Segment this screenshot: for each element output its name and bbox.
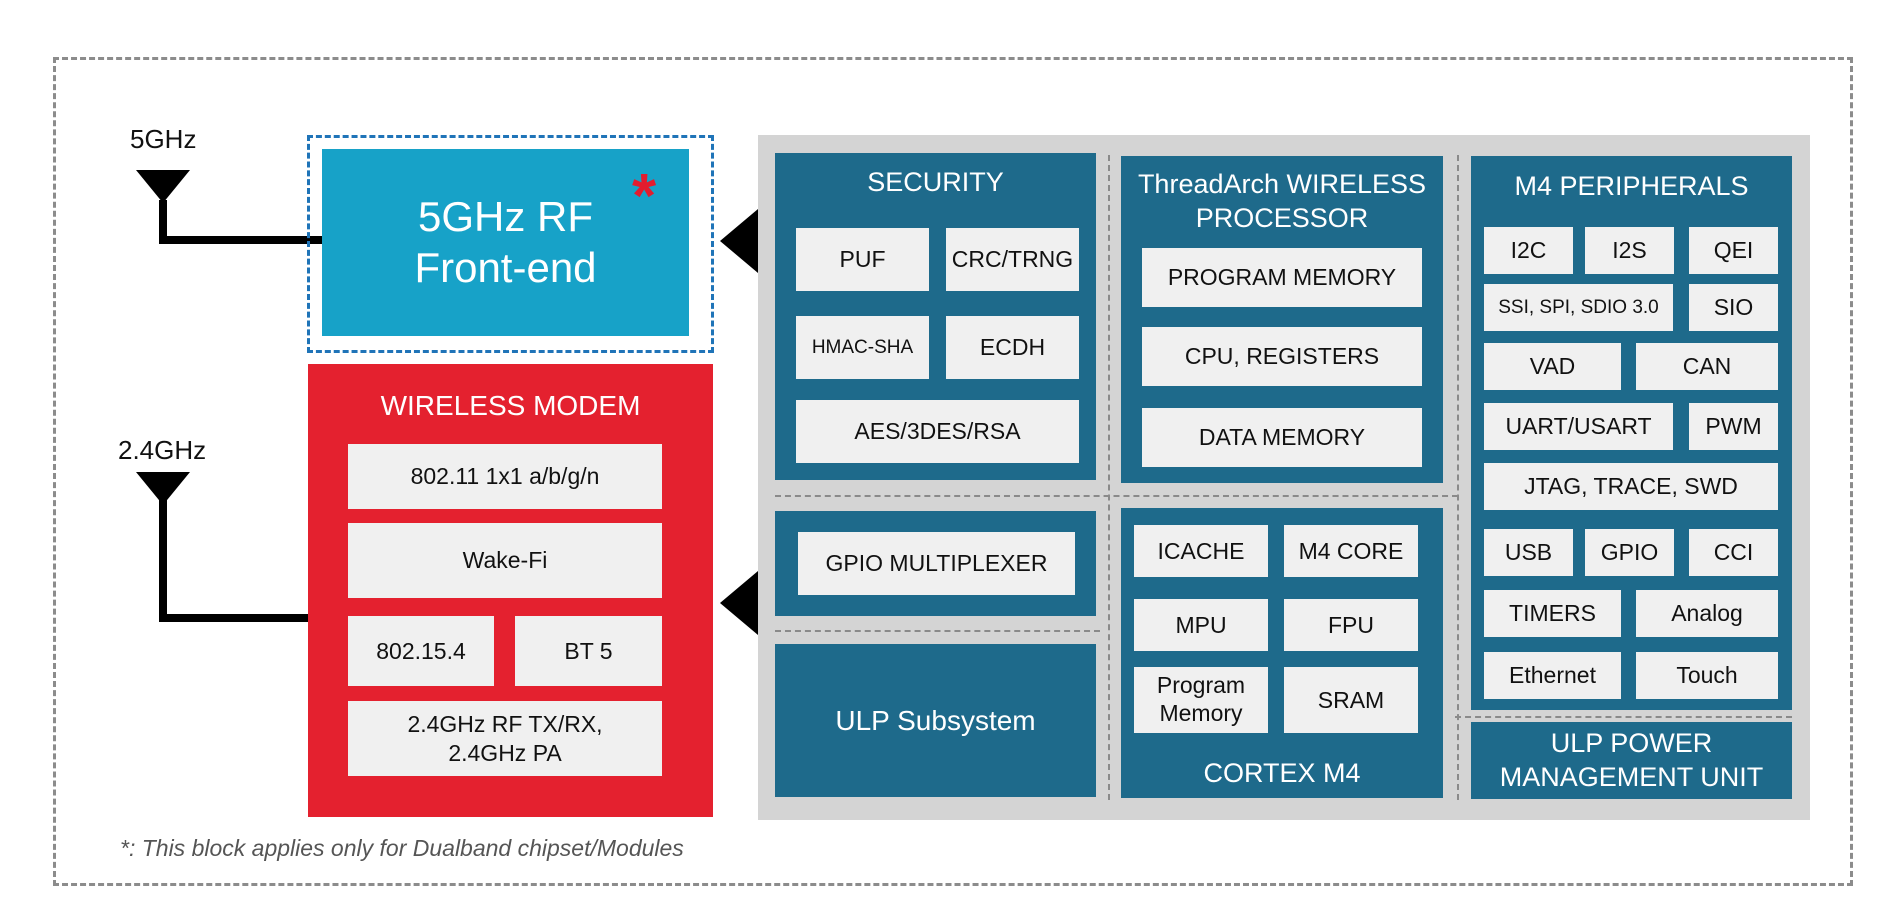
peripheral-i2c: I2C xyxy=(1484,227,1573,274)
divider-horizontal-2 xyxy=(775,630,1100,632)
peripheral-sio: SIO xyxy=(1689,284,1778,331)
modem-block-rf-txrx-line2: 2.4GHz PA xyxy=(448,739,562,766)
rf-front-end-title-line1: 5GHz RF xyxy=(417,193,593,241)
peripheral-ethernet: Ethernet xyxy=(1484,652,1621,699)
cortex-block-icache: ICACHE xyxy=(1134,525,1268,577)
antenna-5ghz-label: 5GHz xyxy=(130,124,197,154)
security-block-aes: AES/3DES/RSA xyxy=(796,400,1079,463)
ulp-pmu-line1: ULP POWER xyxy=(1550,727,1713,758)
divider-horizontal-1 xyxy=(775,495,1458,497)
modem-block-802154: 802.15.4 xyxy=(348,616,494,686)
processor-block-program-memory: PROGRAM MEMORY xyxy=(1142,248,1422,307)
peripheral-touch: Touch xyxy=(1636,652,1778,699)
footnote: *: This block applies only for Dualband … xyxy=(120,835,684,861)
rf-front-end-boundary xyxy=(307,135,714,353)
security-block-hmac-sha: HMAC-SHA xyxy=(796,316,929,379)
system-boundary xyxy=(53,57,1853,886)
ulp-pmu-block: ULP POWER MANAGEMENT UNIT xyxy=(1471,722,1792,799)
security-block-crc-trng: CRC/TRNG xyxy=(946,228,1079,291)
security-block-puf: PUF xyxy=(796,228,929,291)
security-title: SECURITY xyxy=(867,167,1004,197)
peripheral-i2s: I2S xyxy=(1585,227,1674,274)
peripheral-qei: QEI xyxy=(1689,227,1778,274)
peripheral-gpio: GPIO xyxy=(1585,529,1674,576)
cortex-m4-title: CORTEX M4 xyxy=(1203,758,1361,788)
cortex-block-program-memory: Program Memory xyxy=(1134,667,1268,733)
gpio-multiplexer-label: GPIO MULTIPLEXER xyxy=(798,532,1075,595)
cortex-block-m4-core: M4 CORE xyxy=(1284,525,1418,577)
peripheral-ssi-spi-sdio: SSI, SPI, SDIO 3.0 xyxy=(1484,284,1673,331)
arrow-to-modem-icon xyxy=(720,571,758,635)
ulp-pmu-line2: MANAGEMENT UNIT xyxy=(1499,761,1764,792)
ulp-subsystem-block: ULP Subsystem xyxy=(775,644,1096,797)
processor-block-cpu-registers: CPU, REGISTERS xyxy=(1142,327,1422,386)
wireless-modem-title: WIRELESS MODEM xyxy=(380,390,641,421)
divider-horizontal-3 xyxy=(1455,716,1792,718)
modem-block-bt5: BT 5 xyxy=(515,616,662,686)
peripheral-cci: CCI xyxy=(1689,529,1778,576)
m4-peripherals-title: M4 PERIPHERALS xyxy=(1514,171,1749,201)
modem-block-rf-txrx-line1: 2.4GHz RF TX/RX, xyxy=(407,710,603,737)
antenna-24ghz-label: 2.4GHz xyxy=(118,435,207,465)
peripheral-analog: Analog xyxy=(1636,590,1778,637)
peripheral-uart-usart: UART/USART xyxy=(1484,403,1673,450)
cortex-block-program-memory-line1: Program xyxy=(1156,672,1246,699)
antenna-24ghz-icon xyxy=(136,472,308,622)
wireless-processor-title-line1: ThreadArch WIRELESS xyxy=(1137,169,1427,199)
rf-front-end-block: 5GHz RF Front-end xyxy=(322,149,689,336)
wireless-processor-title: ThreadArch WIRELESS PROCESSOR xyxy=(1121,168,1443,236)
cortex-block-fpu: FPU xyxy=(1284,599,1418,651)
security-block-ecdh: ECDH xyxy=(946,316,1079,379)
peripheral-timers: TIMERS xyxy=(1484,590,1621,637)
divider-vertical-1 xyxy=(1108,155,1110,800)
divider-vertical-2 xyxy=(1457,155,1459,800)
modem-block-wake-fi: Wake-Fi xyxy=(348,523,662,598)
processor-block-data-memory: DATA MEMORY xyxy=(1142,408,1422,467)
peripheral-jtag-trace-swd: JTAG, TRACE, SWD xyxy=(1484,463,1778,510)
peripheral-pwm: PWM xyxy=(1689,403,1778,450)
rf-front-end-title-line2: Front-end xyxy=(414,243,597,291)
modem-block-rf-txrx: 2.4GHz RF TX/RX, 2.4GHz PA xyxy=(348,701,662,776)
modem-block-80211: 802.11 1x1 a/b/g/n xyxy=(348,444,662,509)
antenna-5ghz-icon xyxy=(136,170,322,244)
peripheral-vad: VAD xyxy=(1484,343,1621,390)
cortex-block-sram: SRAM xyxy=(1284,667,1418,733)
arrow-to-rf-icon xyxy=(720,209,758,273)
peripheral-usb: USB xyxy=(1484,529,1573,576)
dualband-marker: * xyxy=(632,162,657,231)
cortex-block-mpu: MPU xyxy=(1134,599,1268,651)
wireless-processor-title-line2: PROCESSOR xyxy=(1195,202,1369,233)
peripheral-can: CAN xyxy=(1636,343,1778,390)
cortex-block-program-memory-line2: Memory xyxy=(1159,700,1243,726)
